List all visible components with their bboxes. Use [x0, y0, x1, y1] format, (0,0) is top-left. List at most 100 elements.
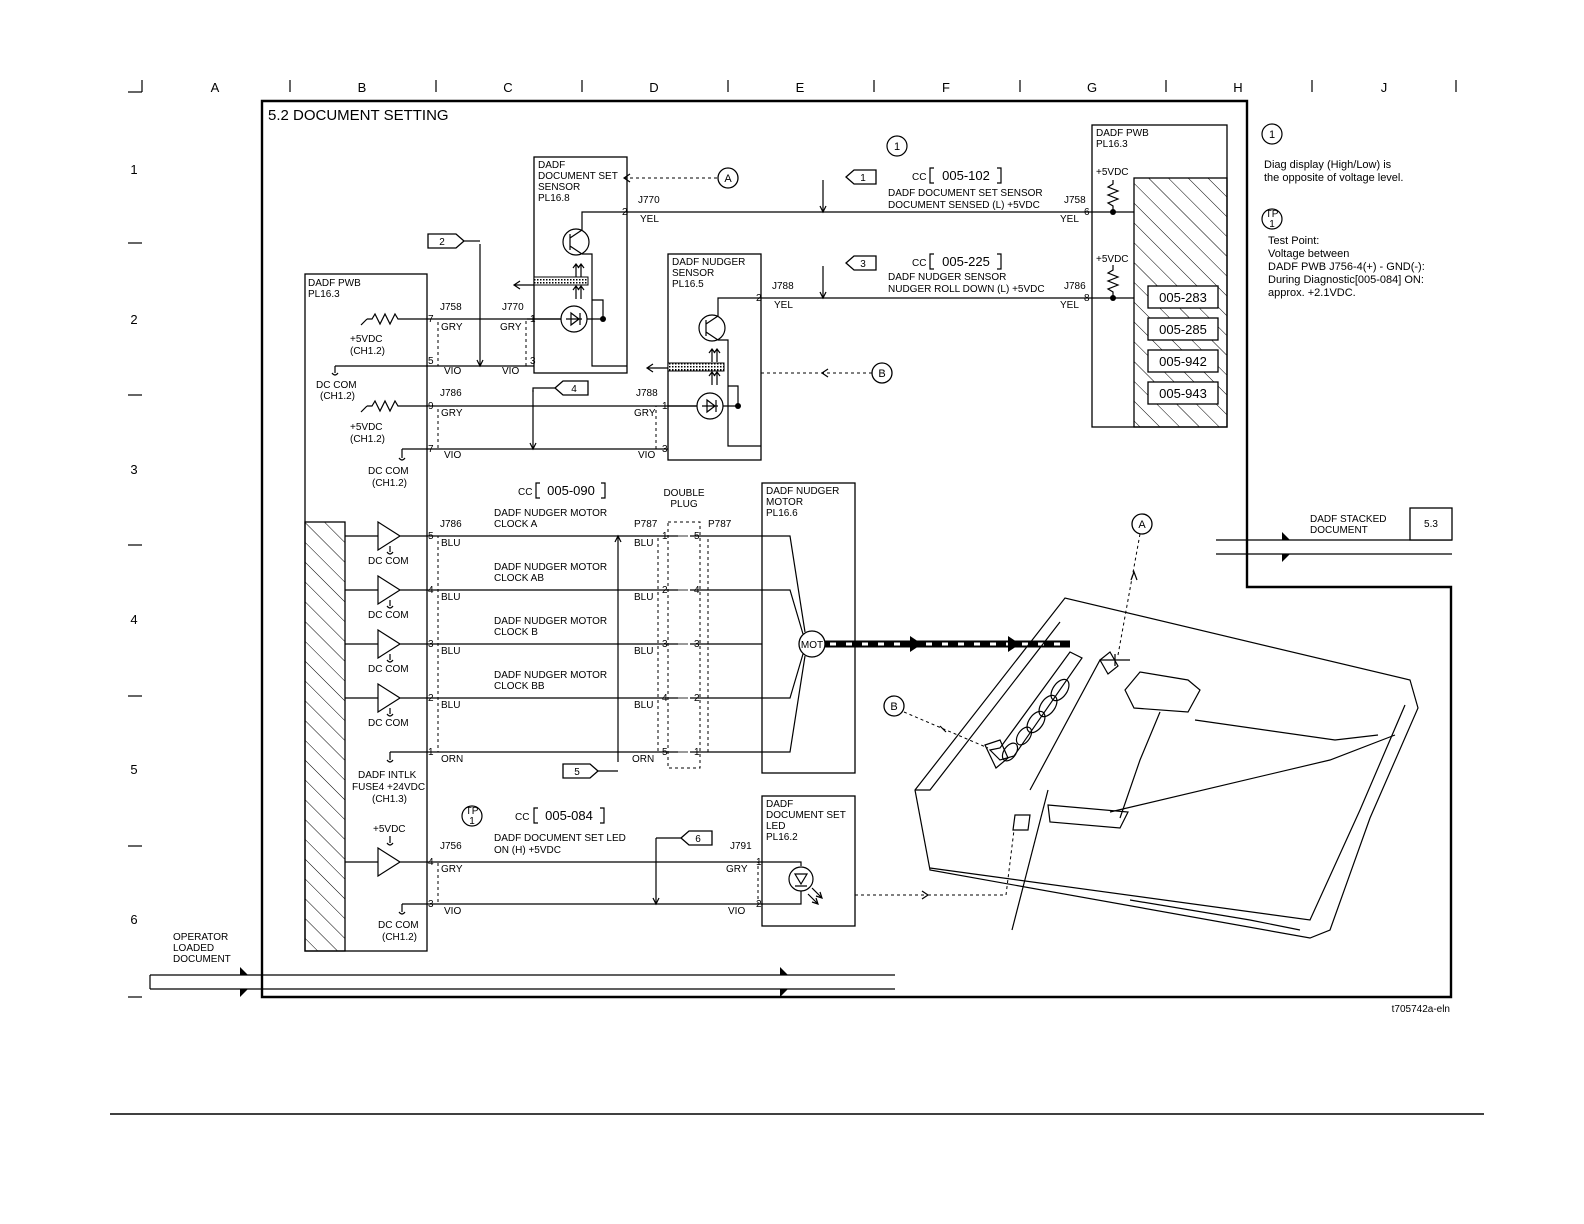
- component-label: DOCUMENT SET: [766, 810, 846, 821]
- pin-number: 2: [694, 693, 700, 704]
- tag-flag: [845, 255, 877, 271]
- test-point-text: DADF PWB J756-4(+) - GND(-):: [1268, 261, 1425, 273]
- connector-label: J786: [440, 519, 462, 530]
- component-label: DADF NUDGER: [672, 257, 745, 268]
- component-label: DOCUMENT SET: [538, 171, 618, 182]
- motor-signal-labels: DADF NUDGER MOTOR CLOCK A DADF NUDGER MO…: [494, 508, 607, 692]
- signal-label: DADF DOCUMENT SET SENSOR: [888, 188, 1043, 199]
- wire-color: BLU: [441, 538, 460, 549]
- cc-code: 005-084: [545, 808, 593, 823]
- signal-label: DADF NUDGER SENSOR: [888, 272, 1006, 283]
- signal-label: DADF NUDGER MOTOR: [494, 616, 607, 627]
- pin-number: 3: [530, 356, 536, 367]
- cc-code: 005-102: [942, 168, 990, 183]
- pin-number: 7: [428, 314, 434, 325]
- junction-dot: [1110, 209, 1116, 215]
- figure-id: t705742a-eln: [1392, 1004, 1450, 1015]
- diag-code-box: [1147, 285, 1219, 309]
- connector-label: J758: [440, 302, 462, 313]
- flow-ref: 5.3: [1424, 519, 1438, 530]
- pin-number: 8: [1084, 293, 1090, 304]
- signal-label: CLOCK B: [494, 627, 538, 638]
- flow-label: OPERATOR: [173, 932, 228, 943]
- nudger-sensor-box: [667, 253, 762, 461]
- col-label: A: [211, 80, 220, 95]
- pin-number: 3: [662, 444, 668, 455]
- col-label: E: [796, 80, 805, 95]
- arrow-icon: [645, 363, 668, 373]
- wire-color: BLU: [441, 592, 460, 603]
- cc-label: CC: [515, 812, 529, 823]
- pin-number: 9: [428, 401, 434, 412]
- left-pwb-label: DADF PWB: [308, 278, 361, 289]
- pin-number: 1: [662, 401, 668, 412]
- junction-dot: [600, 316, 606, 322]
- phototransistor-symbol: [562, 228, 590, 256]
- col-label: F: [942, 80, 950, 95]
- supply-label: +5VDC: [350, 422, 383, 433]
- row-label: 5: [130, 762, 137, 777]
- ref-label: A: [724, 173, 732, 185]
- reference-lines: [622, 173, 872, 378]
- supply-label: +5VDC: [350, 334, 383, 345]
- test-point-text: During Diagnostic[005-084] ON:: [1268, 274, 1424, 286]
- wire-color: ORN: [441, 754, 463, 765]
- connector-label: J788: [772, 281, 794, 292]
- connector-labels: J770 J758 J788 J786 J758 J770 J786 J788 …: [440, 195, 1086, 852]
- diag-code: 005-942: [1159, 354, 1207, 369]
- row-label: 2: [130, 312, 137, 327]
- connector-label: P787: [708, 519, 732, 530]
- pin-number: 3: [428, 639, 434, 650]
- component-label: SENSOR: [672, 268, 714, 279]
- wire-color: YEL: [1060, 300, 1079, 311]
- pin-number: 2: [756, 293, 762, 304]
- pin-number: 3: [662, 639, 668, 650]
- flow-label: DOCUMENT: [1310, 525, 1368, 536]
- note-1-text: the opposite of voltage level.: [1264, 172, 1403, 184]
- tag-flag: [554, 380, 589, 396]
- test-point-text: Test Point:: [1268, 235, 1319, 247]
- wire-color: BLU: [634, 646, 653, 657]
- supply-label: (CH1.2): [350, 346, 385, 357]
- pin-number: 2: [428, 693, 434, 704]
- pin-number: 1: [428, 747, 434, 758]
- component-label: PL16.2: [766, 832, 798, 843]
- pin-number: 5: [694, 531, 700, 542]
- sensor-wires: [427, 180, 1092, 906]
- phototransistor-symbol: [698, 314, 726, 342]
- flow-right: 5.3 DADF STACKED DOCUMENT: [1216, 507, 1453, 562]
- tag-flags: 1 2 3 4 5 6: [427, 169, 877, 846]
- pin-number: 4: [428, 585, 434, 596]
- component-label: PL16.8: [538, 193, 570, 204]
- tag-flag: [562, 763, 599, 779]
- wire-color: GRY: [634, 408, 656, 419]
- component-label: DADF: [538, 160, 565, 171]
- tag-flag: [845, 169, 877, 185]
- tag-number: 6: [695, 834, 701, 845]
- ref-marker: [871, 362, 893, 384]
- connector-label: J786: [440, 388, 462, 399]
- arrow-icon: [512, 280, 534, 290]
- wire-color: VIO: [502, 366, 519, 377]
- tag-number: 4: [571, 384, 577, 395]
- connector-label: J791: [730, 841, 752, 852]
- ref-marker: [883, 695, 905, 717]
- tag-number: 1: [860, 173, 866, 184]
- cc-005-084: TP 1 CC 005-084 DADF DOCUMENT SET LED ON…: [461, 805, 626, 856]
- diag-code-box: [1147, 317, 1219, 341]
- pin-number: 4: [428, 857, 434, 868]
- ref-label: B: [878, 368, 885, 380]
- note-1-text: Diag display (High/Low) is: [1264, 159, 1392, 171]
- pin-number: 1: [756, 857, 762, 868]
- test-point-symbol: [461, 805, 483, 827]
- wire-color: ORN: [632, 754, 654, 765]
- row-label: 4: [130, 612, 137, 627]
- nudger-motor: DADF NUDGER MOTOR PL16.6 MOT: [761, 482, 856, 774]
- supply-label: (CH1.2): [382, 932, 417, 943]
- ref-marker: [1131, 513, 1153, 535]
- wire-color: VIO: [638, 450, 655, 461]
- supply-label: DC COM: [368, 466, 409, 477]
- doc-set-sensor: DADF DOCUMENT SET SENSOR PL16.8: [512, 156, 628, 374]
- diag-code: 005-285: [1159, 322, 1207, 337]
- cc-code: 005-225: [942, 254, 990, 269]
